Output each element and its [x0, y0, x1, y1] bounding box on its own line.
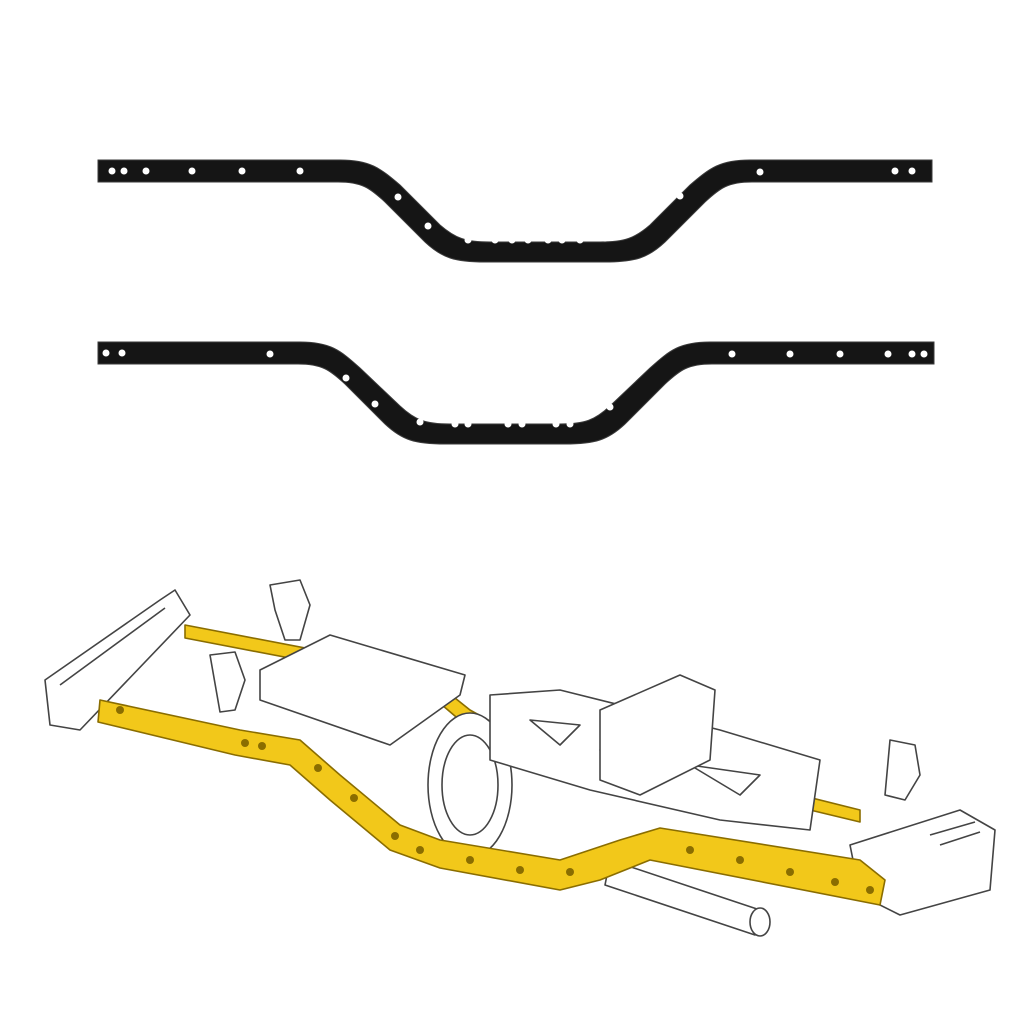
frame-rail-left: [0, 140, 1024, 270]
rail-body: [97, 341, 935, 445]
chassis-illustration-graphic: [44, 579, 996, 937]
battery-tray: [259, 634, 466, 746]
rail-bolts: [116, 706, 874, 894]
rear-bumper: [44, 589, 191, 731]
chassis-illustration: [0, 560, 1024, 950]
frame-rail-right-graphic: [97, 341, 935, 445]
rail-body: [97, 159, 933, 263]
near-rail: [97, 699, 886, 906]
rail-holes: [108, 167, 916, 244]
frame-rail-left-graphic: [97, 159, 933, 263]
rail-holes: [102, 349, 928, 428]
frame-rail-right: [0, 320, 1024, 450]
